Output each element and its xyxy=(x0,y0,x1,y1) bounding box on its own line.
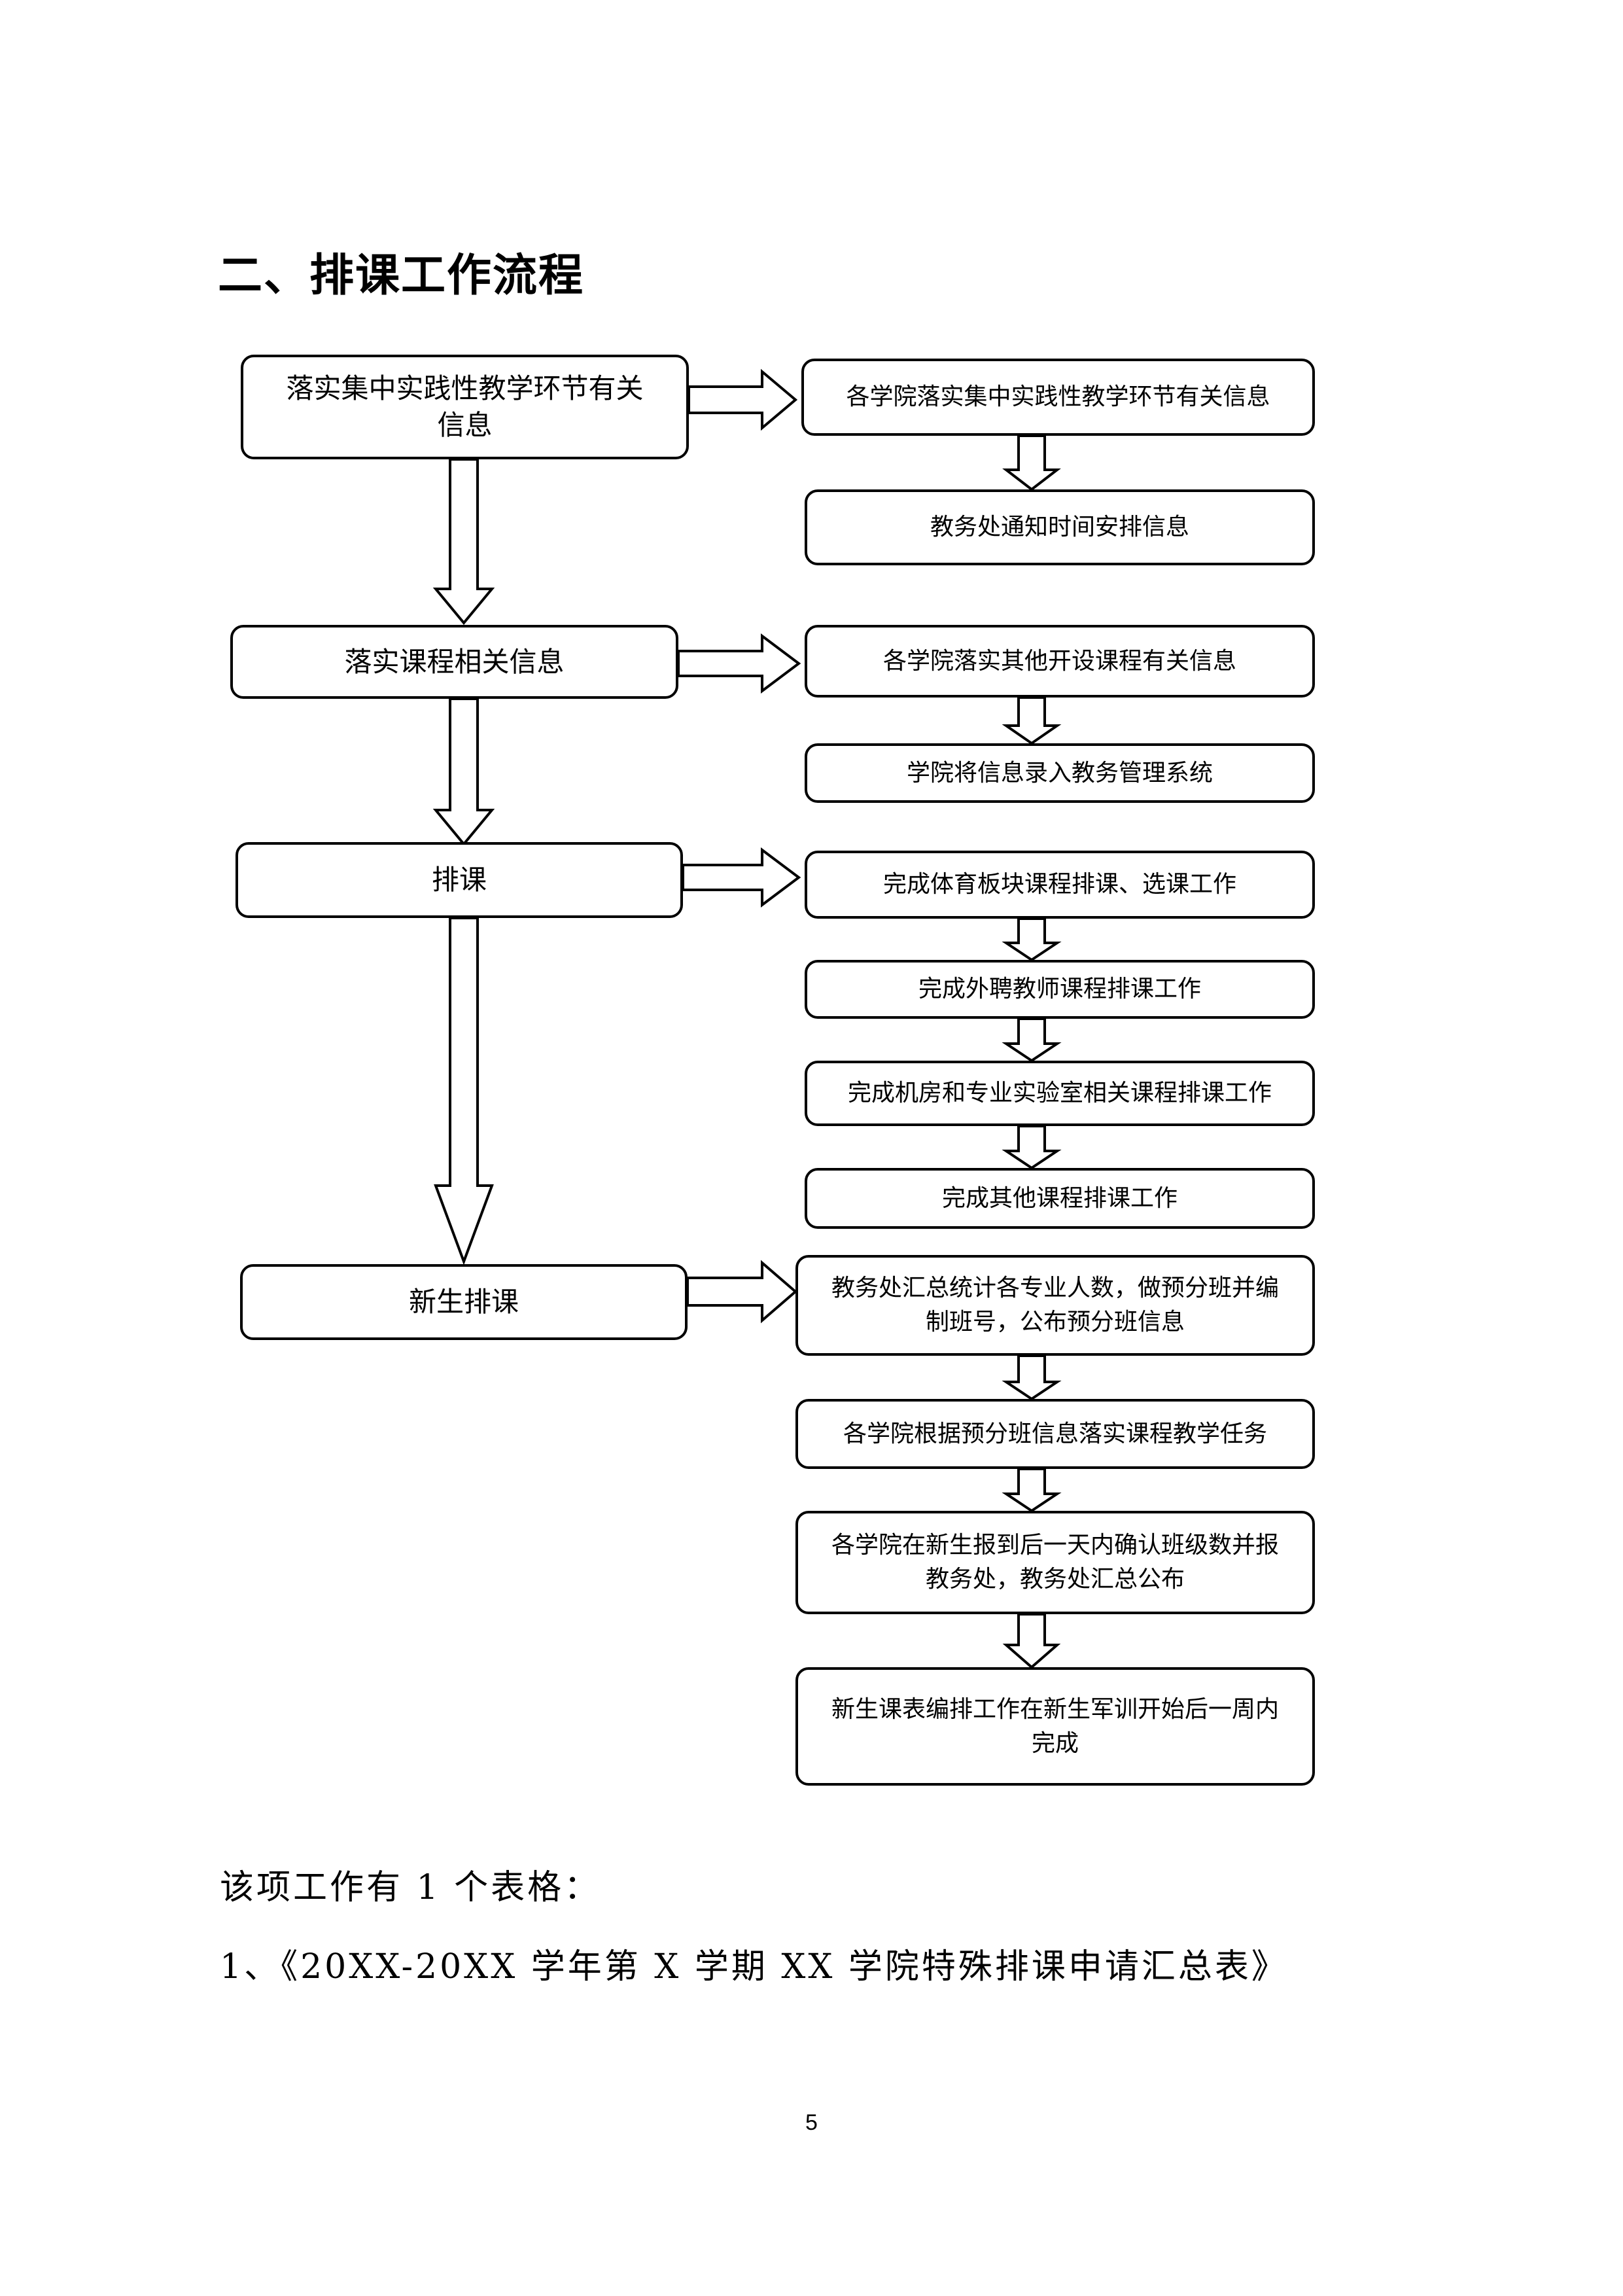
flow-substep-label: 完成机房和专业实验室相关课程排课工作 xyxy=(847,1080,1272,1106)
flow-step-scheduling: 排课 xyxy=(236,842,683,918)
flow-substep-label: 各学院根据预分班信息落实课程教学任务 xyxy=(843,1420,1267,1447)
arrow-right-icon xyxy=(677,633,801,694)
flow-substep-lab-scheduling: 完成机房和专业实验室相关课程排课工作 xyxy=(805,1061,1315,1126)
flow-substep-confirm-class-count: 各学院在新生报到后一天内确认班级数并报教务处，教务处汇总公布 xyxy=(795,1511,1315,1614)
arrow-down-icon xyxy=(1002,1468,1062,1513)
arrow-right-icon xyxy=(682,847,801,908)
flow-substep-teaching-tasks: 各学院根据预分班信息落实课程教学任务 xyxy=(795,1399,1315,1469)
arrow-down-icon xyxy=(1002,917,1062,962)
arrow-down-icon xyxy=(434,917,494,1265)
flow-step-freshman-scheduling: 新生排课 xyxy=(240,1264,688,1340)
arrow-right-icon xyxy=(686,1260,798,1324)
flow-step-course-info: 落实课程相关信息 xyxy=(230,625,678,699)
flow-substep-label: 学院将信息录入教务管理系统 xyxy=(906,759,1213,786)
form-item: 1、《20XX-20XX 学年第 X 学期 XX 学院特殊排课申请汇总表》 xyxy=(220,1947,1288,1987)
flow-step-label: 落实集中实践性教学环节有关信息 xyxy=(286,372,644,441)
flow-substep-label: 教务处汇总统计各专业人数，做预分班并编制班号，公布预分班信息 xyxy=(831,1275,1279,1335)
arrow-right-icon xyxy=(688,368,798,431)
flow-step-label: 落实课程相关信息 xyxy=(344,645,565,678)
flow-step-label: 新生排课 xyxy=(408,1286,519,1318)
flow-substep-other-scheduling: 完成其他课程排课工作 xyxy=(805,1168,1315,1229)
section-heading: 二、排课工作流程 xyxy=(218,250,585,302)
flow-substep-label: 各学院落实集中实践性教学环节有关信息 xyxy=(846,383,1270,410)
flow-substep-pre-class-division: 教务处汇总统计各专业人数，做预分班并编制班号，公布预分班信息 xyxy=(795,1255,1315,1356)
arrow-down-icon xyxy=(1002,1354,1062,1401)
flow-substep-label: 教务处通知时间安排信息 xyxy=(930,514,1189,540)
flow-substep-schedule-notice: 教务处通知时间安排信息 xyxy=(805,489,1315,565)
flow-substep-pe-scheduling: 完成体育板块课程排课、选课工作 xyxy=(805,851,1315,919)
forms-intro: 该项工作有 1 个表格： xyxy=(220,1868,601,1907)
flow-substep-label: 完成体育板块课程排课、选课工作 xyxy=(882,871,1236,898)
flow-substep-label: 完成其他课程排课工作 xyxy=(941,1184,1178,1212)
flow-substep-label: 完成外聘教师课程排课工作 xyxy=(918,976,1201,1002)
flow-substep-freshman-timetable: 新生课表编排工作在新生军训开始后一周内完成 xyxy=(795,1667,1315,1786)
flow-substep-enter-system: 学院将信息录入教务管理系统 xyxy=(805,743,1315,803)
flow-substep-college-course-info: 各学院落实其他开设课程有关信息 xyxy=(805,625,1315,698)
arrow-down-icon xyxy=(1002,1613,1061,1669)
arrow-down-icon xyxy=(1002,696,1062,745)
flow-substep-college-practice-info: 各学院落实集中实践性教学环节有关信息 xyxy=(801,359,1315,436)
flow-substep-label: 各学院在新生报到后一天内确认班级数并报教务处，教务处汇总公布 xyxy=(831,1532,1279,1593)
page-number: 5 xyxy=(805,2110,818,2135)
flow-step-label: 排课 xyxy=(431,864,487,896)
flow-step-practice-info: 落实集中实践性教学环节有关信息 xyxy=(241,355,689,459)
flow-substep-label: 各学院落实其他开设课程有关信息 xyxy=(882,647,1236,675)
arrow-down-icon xyxy=(1002,1125,1062,1170)
arrow-down-icon xyxy=(1002,434,1061,491)
flow-substep-label: 新生课表编排工作在新生军训开始后一周内完成 xyxy=(831,1695,1279,1757)
arrow-down-icon xyxy=(432,458,495,626)
flow-substep-external-teacher-scheduling: 完成外聘教师课程排课工作 xyxy=(805,960,1315,1019)
arrow-down-icon xyxy=(432,698,495,847)
arrow-down-icon xyxy=(1002,1017,1062,1063)
